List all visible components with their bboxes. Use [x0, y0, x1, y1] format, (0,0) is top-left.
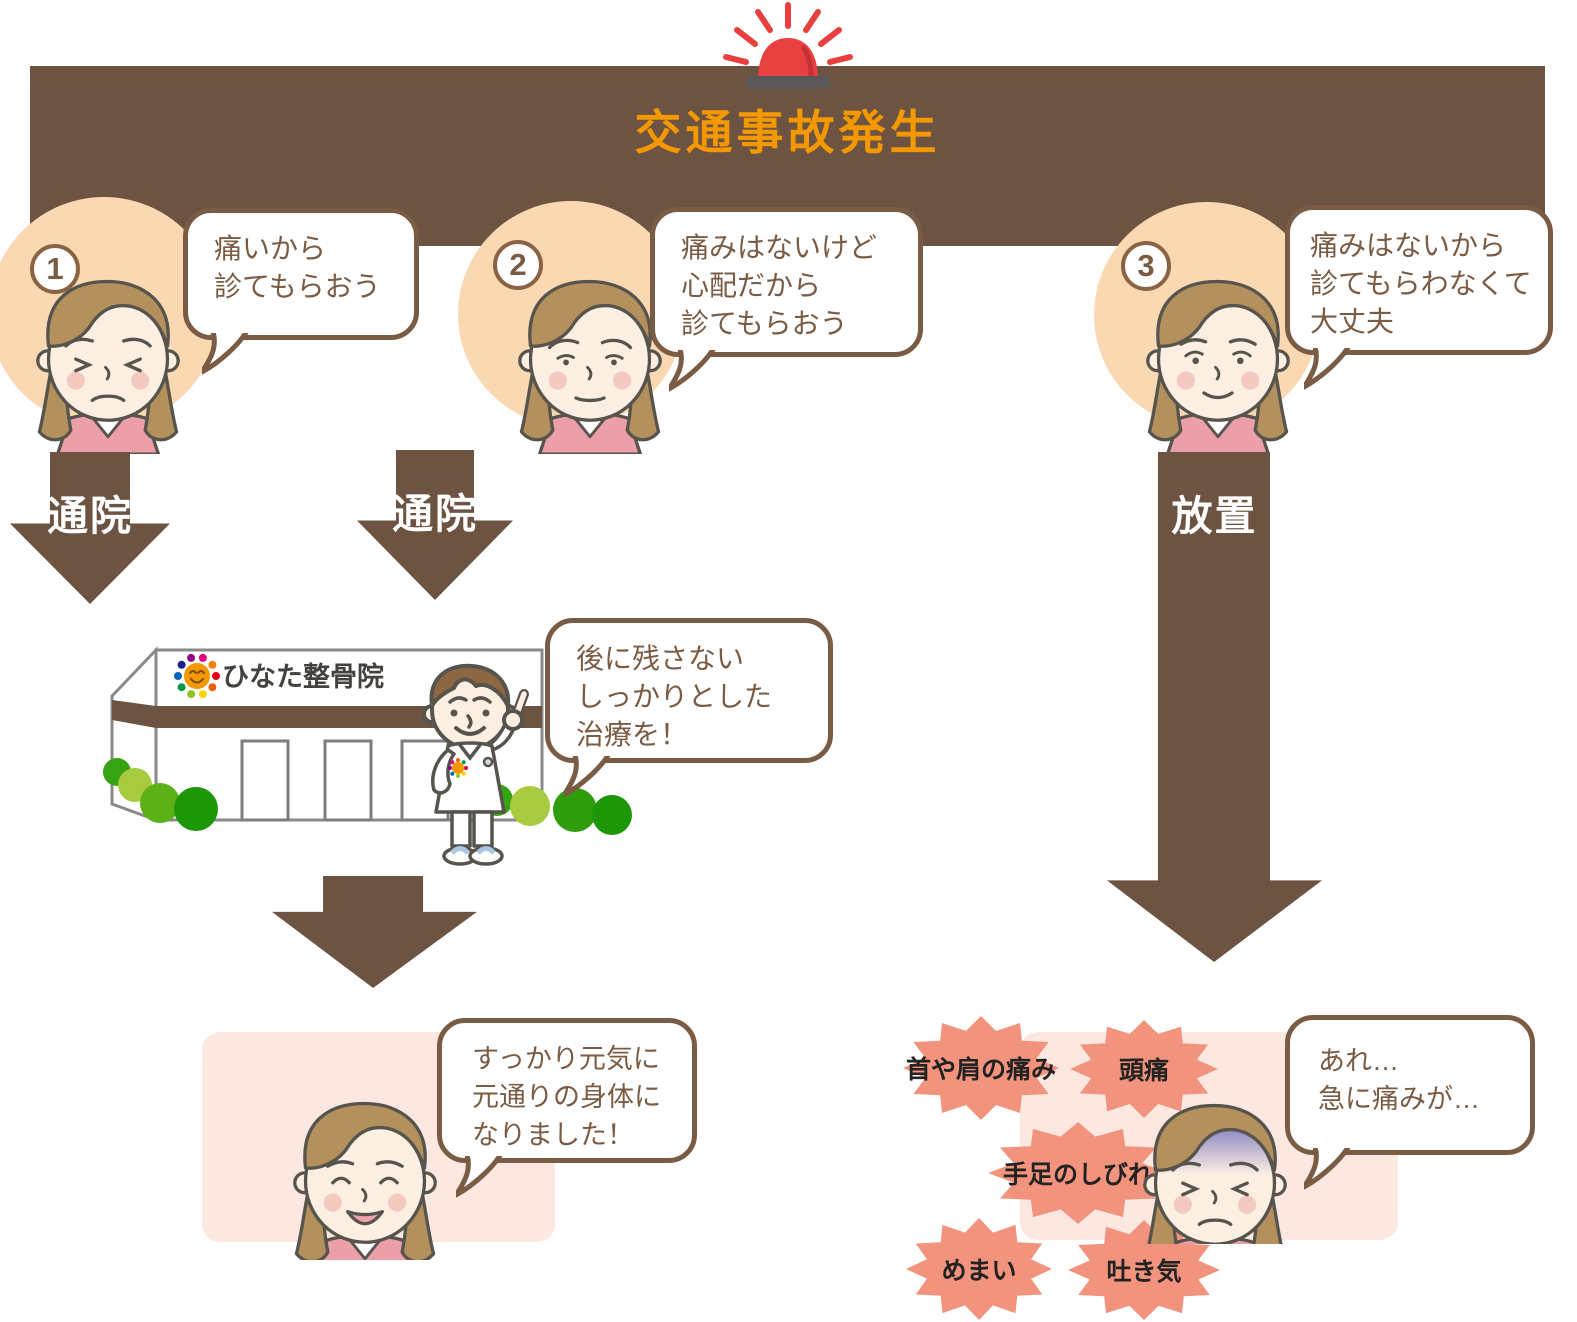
arrow-neglect-label: 放置 [1171, 493, 1258, 539]
symptom-starburst: 吐き気 [1068, 1220, 1220, 1320]
symptom-label: めまい [941, 1257, 1017, 1285]
bubble-text-line: 痛いから [214, 233, 327, 264]
bubble-text-line: 心配だから [681, 270, 822, 301]
clinic-speech-bubble: 後に残さない しっかりとした 治療を！ [545, 618, 833, 798]
scenario2-number-badge: 2 [493, 240, 543, 290]
bubble-text-line: 診てもらおう [214, 271, 381, 302]
scenario1-speech-bubble: 痛いから 診てもらおう [183, 208, 419, 375]
woman-sick-illustration [1120, 1084, 1310, 1244]
bubble-text-line: 痛みはないから [1310, 230, 1507, 261]
woman-pained-illustration [13, 260, 203, 459]
uniform-sun-logo-icon [448, 758, 468, 778]
bubble-tail [564, 748, 613, 798]
scenario2-number: 2 [509, 247, 527, 282]
bubble-tail [202, 325, 251, 375]
scenario1-number-badge: 1 [30, 244, 80, 294]
symptom-label: 頭痛 [1118, 1057, 1169, 1085]
bubble-text-line: 治療を！ [576, 719, 689, 750]
woman-worried-illustration [495, 260, 685, 459]
symptom-label: 首や肩の痛み [905, 1056, 1056, 1084]
sudden-pain-speech-bubble: あれ… 急に痛みが… [1285, 1015, 1535, 1190]
scenario3-number-badge: 3 [1121, 241, 1171, 291]
bubble-text-line: 痛みはないけど [681, 232, 878, 263]
banner-title: 交通事故発生 [634, 106, 941, 159]
bubble-tail [1304, 1140, 1353, 1190]
bubble-text-line: 後に残さない [576, 643, 745, 674]
symptom-starburst: 手足のしびれ [988, 1122, 1168, 1224]
arrow-visit-1-label: 通院 [47, 493, 133, 539]
bubble-tail [1304, 340, 1353, 390]
bubble-text-line: 急に痛みが… [1318, 1084, 1480, 1114]
scenario3-speech-bubble: 痛みはないから 診てもらわなくて 大丈夫 [1285, 205, 1553, 390]
bubble-text-line: 診てもらわなくて [1310, 268, 1532, 299]
symptom-label: 手足のしびれ [1002, 1161, 1153, 1189]
bubble-text-line: 大丈夫 [1310, 306, 1395, 337]
scenario3-number: 3 [1137, 248, 1155, 283]
clinic-sun-logo-icon [174, 653, 220, 699]
symptom-starburst: 頭痛 [1070, 1020, 1218, 1118]
bubble-text-line: あれ… [1318, 1046, 1399, 1076]
bubble-text-line: 診てもらおう [681, 308, 848, 339]
down-arrow-icon [272, 876, 477, 988]
practitioner-illustration [422, 663, 529, 866]
bubble-text-line: すっかり元気に [472, 1044, 660, 1074]
clinic-name: ひなた整骨院 [222, 661, 384, 692]
arrow-neglect: 放置 [1107, 452, 1322, 962]
symptom-starburst: 首や肩の痛み [903, 1016, 1059, 1120]
arrow-visit-2-label: 通院 [392, 491, 478, 537]
symptom-label: 吐き気 [1106, 1258, 1182, 1286]
siren-icon [723, 2, 853, 89]
arrow-visit-2: 通院 [357, 450, 513, 600]
scenario2-speech-bubble: 痛みはないけど 心配だから 診てもらおう [650, 207, 923, 392]
recovery-speech-bubble: すっかり元気に 元通りの身体に なりました！ [437, 1018, 697, 1198]
symptom-starburst: めまい [906, 1218, 1052, 1320]
bubble-text-line: 元通りの身体に [472, 1082, 661, 1112]
bubble-text-line: なりました！ [472, 1120, 634, 1150]
bushes-illustration [103, 758, 632, 835]
scenario1-number: 1 [46, 251, 64, 286]
arrow-treatment-result [272, 876, 477, 988]
arrow-visit-1: 通院 [10, 452, 170, 604]
bubble-tail [669, 342, 718, 392]
woman-recovered-illustration [270, 1082, 460, 1260]
bubble-text-line: しっかりとした [576, 681, 773, 712]
bubble-tail [456, 1148, 505, 1198]
woman-content-illustration [1123, 260, 1313, 459]
